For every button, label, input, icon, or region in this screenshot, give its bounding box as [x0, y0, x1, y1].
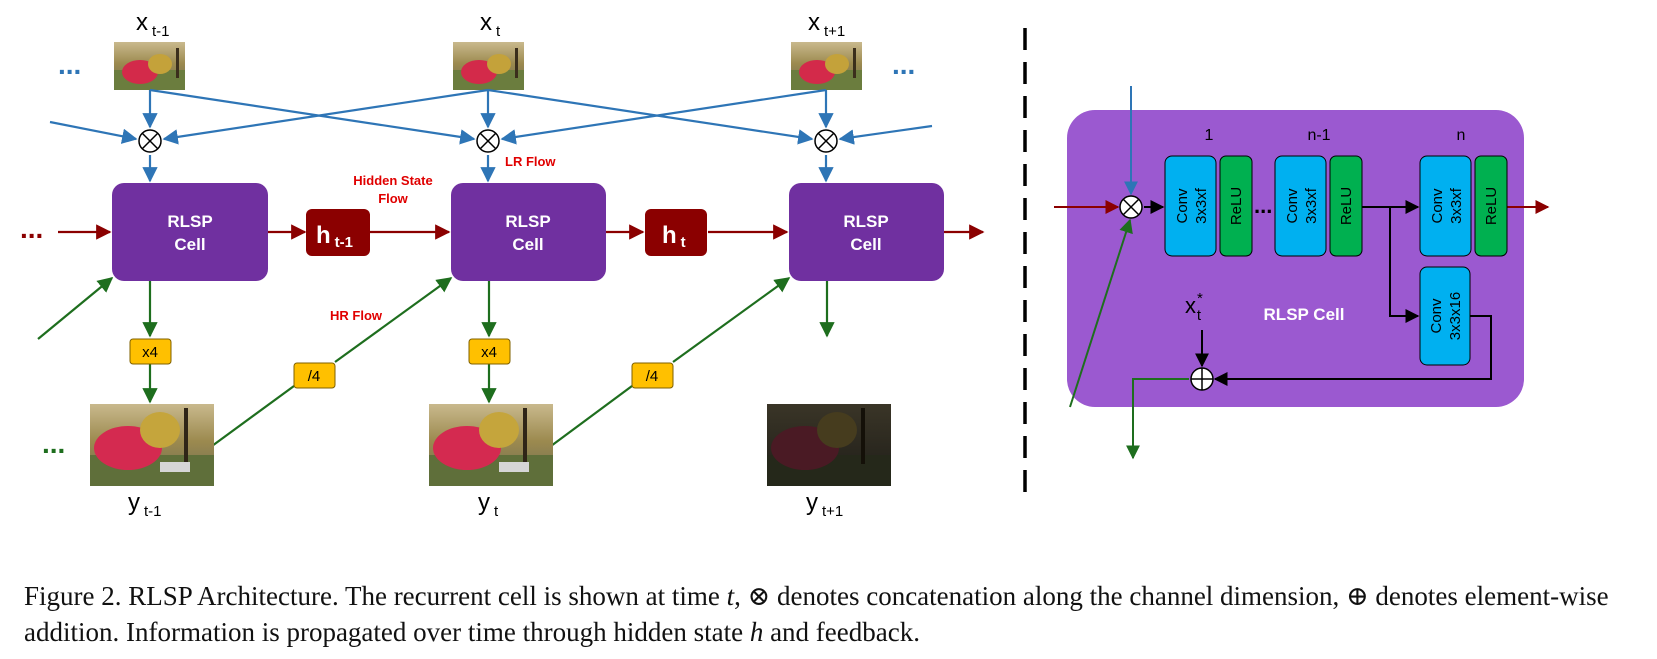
rlsp-cell-t-plus-1: RLSP Cell — [789, 183, 944, 281]
svg-text:/4: /4 — [308, 368, 321, 385]
upscale-box-t: x4 — [468, 338, 511, 365]
hr-flow-lines — [37, 277, 835, 447]
svg-text:RLSP: RLSP — [843, 212, 888, 231]
hidden-state-flow-label-2: Flow — [378, 191, 408, 206]
relu-block-n: ReLU — [1474, 155, 1508, 257]
lr-frame-t-plus-1 — [791, 42, 862, 90]
conv-block-n-1: Conv 3x3xf — [1274, 155, 1327, 257]
svg-text:3x3xf: 3x3xf — [1303, 187, 1320, 224]
downscale-box-2: /4 — [631, 362, 674, 389]
lr-flow-lines — [49, 88, 933, 183]
svg-text:ht: ht — [662, 222, 686, 251]
ellipsis-hr-left: ... — [42, 428, 65, 459]
lr-frame-t — [453, 42, 524, 90]
block-number-1: 1 — [1205, 127, 1214, 144]
svg-text:ht-1: ht-1 — [316, 222, 353, 251]
svg-text:x4: x4 — [481, 344, 497, 361]
concat-symbols — [138, 129, 838, 153]
svg-text:ReLU: ReLU — [1338, 187, 1355, 225]
svg-text:RLSP: RLSP — [167, 212, 212, 231]
detail-output-green — [1126, 378, 1189, 460]
relu-block-1: ReLU — [1219, 155, 1253, 257]
ellipsis-hidden-left: ... — [20, 213, 43, 244]
conv-block-3x3x16: Conv 3x3x16 — [1419, 266, 1471, 366]
concat-icon — [476, 129, 500, 153]
detail-dots: ... — [1254, 193, 1272, 218]
hr-frame-t-minus-1 — [90, 404, 214, 486]
detail-input-green — [1069, 218, 1133, 408]
svg-text:Conv: Conv — [1428, 298, 1445, 334]
svg-text:Cell: Cell — [512, 235, 543, 254]
figure-caption: Figure 2. RLSP Architecture. The recurre… — [24, 581, 1609, 647]
upscale-box-t-minus-1: x4 — [129, 338, 172, 365]
conv-block-1: Conv 3x3xf — [1164, 155, 1217, 257]
hr-frame-t — [429, 404, 553, 486]
svg-text:/4: /4 — [646, 368, 659, 385]
svg-text:x4: x4 — [142, 344, 158, 361]
hr-frame-t-plus-1-dim — [767, 404, 891, 486]
svg-text:ReLU: ReLU — [1483, 187, 1500, 225]
detail-branch-to-conv16 — [1389, 207, 1420, 323]
lr-frame-t-minus-1 — [114, 42, 185, 90]
concat-icon — [814, 129, 838, 153]
ellipsis-lr-left: ... — [58, 49, 81, 80]
concat-icon — [1119, 195, 1143, 219]
hr-flow-label: HR Flow — [330, 308, 383, 323]
conv-block-n: Conv 3x3xf — [1419, 155, 1472, 257]
svg-text:Conv: Conv — [1174, 188, 1191, 224]
svg-text:3x3x16: 3x3x16 — [1447, 292, 1464, 340]
add-icon — [1190, 367, 1214, 391]
svg-text:Cell: Cell — [174, 235, 205, 254]
block-number-n: n — [1457, 127, 1466, 144]
hidden-state-flow-label: Hidden State — [353, 173, 432, 188]
ellipsis-lr-right: ... — [892, 49, 915, 80]
svg-text:Conv: Conv — [1429, 188, 1446, 224]
svg-text:Cell: Cell — [850, 235, 881, 254]
rlsp-cell-t-minus-1: RLSP Cell — [112, 183, 268, 281]
rlsp-cell-detail-title: RLSP Cell — [1264, 305, 1345, 324]
rlsp-cell-t: RLSP Cell — [451, 183, 606, 281]
svg-text:Conv: Conv — [1284, 188, 1301, 224]
detail-conv16-to-add — [1213, 315, 1492, 386]
lr-flow-label: LR Flow — [505, 154, 556, 169]
downscale-box-1: /4 — [293, 362, 336, 389]
concat-icon — [138, 129, 162, 153]
svg-text:3x3xf: 3x3xf — [1193, 187, 1210, 224]
block-number-n-1: n-1 — [1307, 127, 1330, 144]
svg-text:RLSP: RLSP — [505, 212, 550, 231]
x-star-label: x*t — [1185, 290, 1203, 324]
relu-block-n-1: ReLU — [1329, 155, 1363, 257]
svg-text:ReLU: ReLU — [1228, 187, 1245, 225]
svg-text:3x3xf: 3x3xf — [1448, 187, 1465, 224]
